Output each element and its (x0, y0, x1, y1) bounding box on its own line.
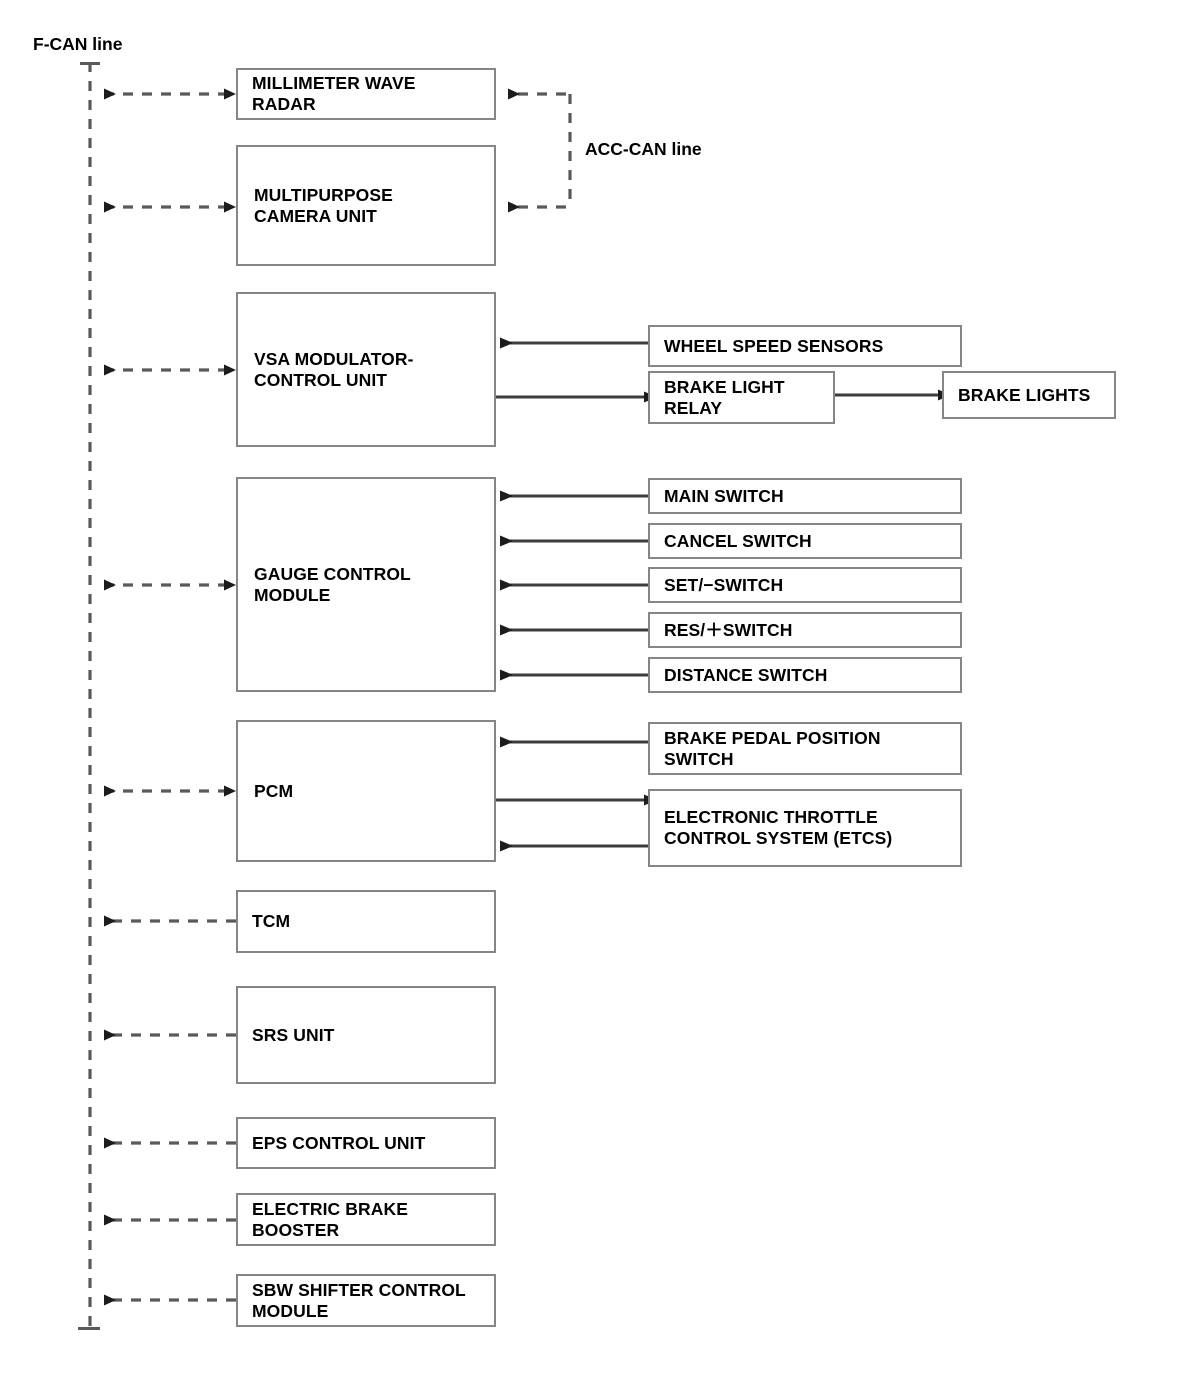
f-can-bus-line (78, 62, 100, 1330)
node-millimeter-wave-radar[interactable]: MILLIMETER WAVE RADAR (236, 68, 496, 120)
f-can-line-label: F-CAN line (33, 34, 123, 54)
node-pcm[interactable]: PCM (236, 720, 496, 862)
node-label-wheel-speed-sensors: WHEEL SPEED SENSORS (664, 335, 884, 356)
node-label-electric-brake-booster: ELECTRIC BRAKE BOOSTER (252, 1198, 408, 1240)
node-label-millimeter-wave-radar: MILLIMETER WAVE RADAR (252, 73, 416, 114)
node-label-brake-light-relay: BRAKE LIGHT RELAY (664, 376, 785, 418)
node-distance-switch[interactable]: DISTANCE SWITCH (648, 657, 962, 693)
acc-can-bus-line (508, 88, 572, 213)
acc-can-line-label: ACC-CAN line (585, 139, 702, 159)
node-vsa-modulator-control-unit[interactable]: VSA MODULATOR- CONTROL UNIT (236, 292, 496, 447)
node-brake-pedal-position-switch[interactable]: BRAKE PEDAL POSITION SWITCH (648, 722, 962, 775)
node-multipurpose-camera-unit[interactable]: MULTIPURPOSE CAMERA UNIT (236, 145, 496, 266)
node-label-brake-pedal-position-switch: BRAKE PEDAL POSITION SWITCH (664, 727, 881, 769)
node-label-tcm: TCM (252, 911, 291, 932)
node-cancel-switch[interactable]: CANCEL SWITCH (648, 523, 962, 559)
node-electronic-throttle-control-system[interactable]: ELECTRONIC THROTTLE CONTROL SYSTEM (ETCS… (648, 789, 962, 867)
node-brake-light-relay[interactable]: BRAKE LIGHT RELAY (648, 371, 835, 424)
node-electric-brake-booster[interactable]: ELECTRIC BRAKE BOOSTER (236, 1193, 496, 1246)
node-gauge-control-module[interactable]: GAUGE CONTROL MODULE (236, 477, 496, 692)
node-label-electronic-throttle-control-system: ELECTRONIC THROTTLE CONTROL SYSTEM (ETCS… (664, 807, 893, 848)
node-label-brake-lights: BRAKE LIGHTS (958, 384, 1091, 405)
node-label-srs-unit: SRS UNIT (252, 1024, 335, 1045)
node-wheel-speed-sensors[interactable]: WHEEL SPEED SENSORS (648, 325, 962, 367)
node-label-eps-control-unit: EPS CONTROL UNIT (252, 1132, 426, 1153)
node-label-gauge-control-module: GAUGE CONTROL MODULE (254, 563, 411, 605)
node-eps-control-unit[interactable]: EPS CONTROL UNIT (236, 1117, 496, 1169)
node-res-plus-switch[interactable]: RES/＋SWITCH (648, 612, 962, 648)
node-tcm[interactable]: TCM (236, 890, 496, 953)
node-label-pcm: PCM (254, 780, 294, 801)
node-label-sbw-shifter-control-module: SBW SHIFTER CONTROL MODULE (252, 1279, 466, 1321)
node-label-cancel-switch: CANCEL SWITCH (664, 530, 812, 551)
node-srs-unit[interactable]: SRS UNIT (236, 986, 496, 1084)
node-label-res-plus-switch: RES/＋SWITCH (664, 619, 793, 640)
node-label-vsa-modulator-control-unit: VSA MODULATOR- CONTROL UNIT (254, 348, 414, 390)
node-set-minus-switch[interactable]: SET/−SWITCH (648, 567, 962, 603)
node-label-main-switch: MAIN SWITCH (664, 485, 784, 506)
node-main-switch[interactable]: MAIN SWITCH (648, 478, 962, 514)
node-sbw-shifter-control-module[interactable]: SBW SHIFTER CONTROL MODULE (236, 1274, 496, 1327)
node-label-distance-switch: DISTANCE SWITCH (664, 664, 828, 685)
node-label-set-minus-switch: SET/−SWITCH (664, 574, 784, 595)
node-brake-lights[interactable]: BRAKE LIGHTS (942, 371, 1116, 419)
node-label-multipurpose-camera-unit: MULTIPURPOSE CAMERA UNIT (254, 184, 393, 226)
